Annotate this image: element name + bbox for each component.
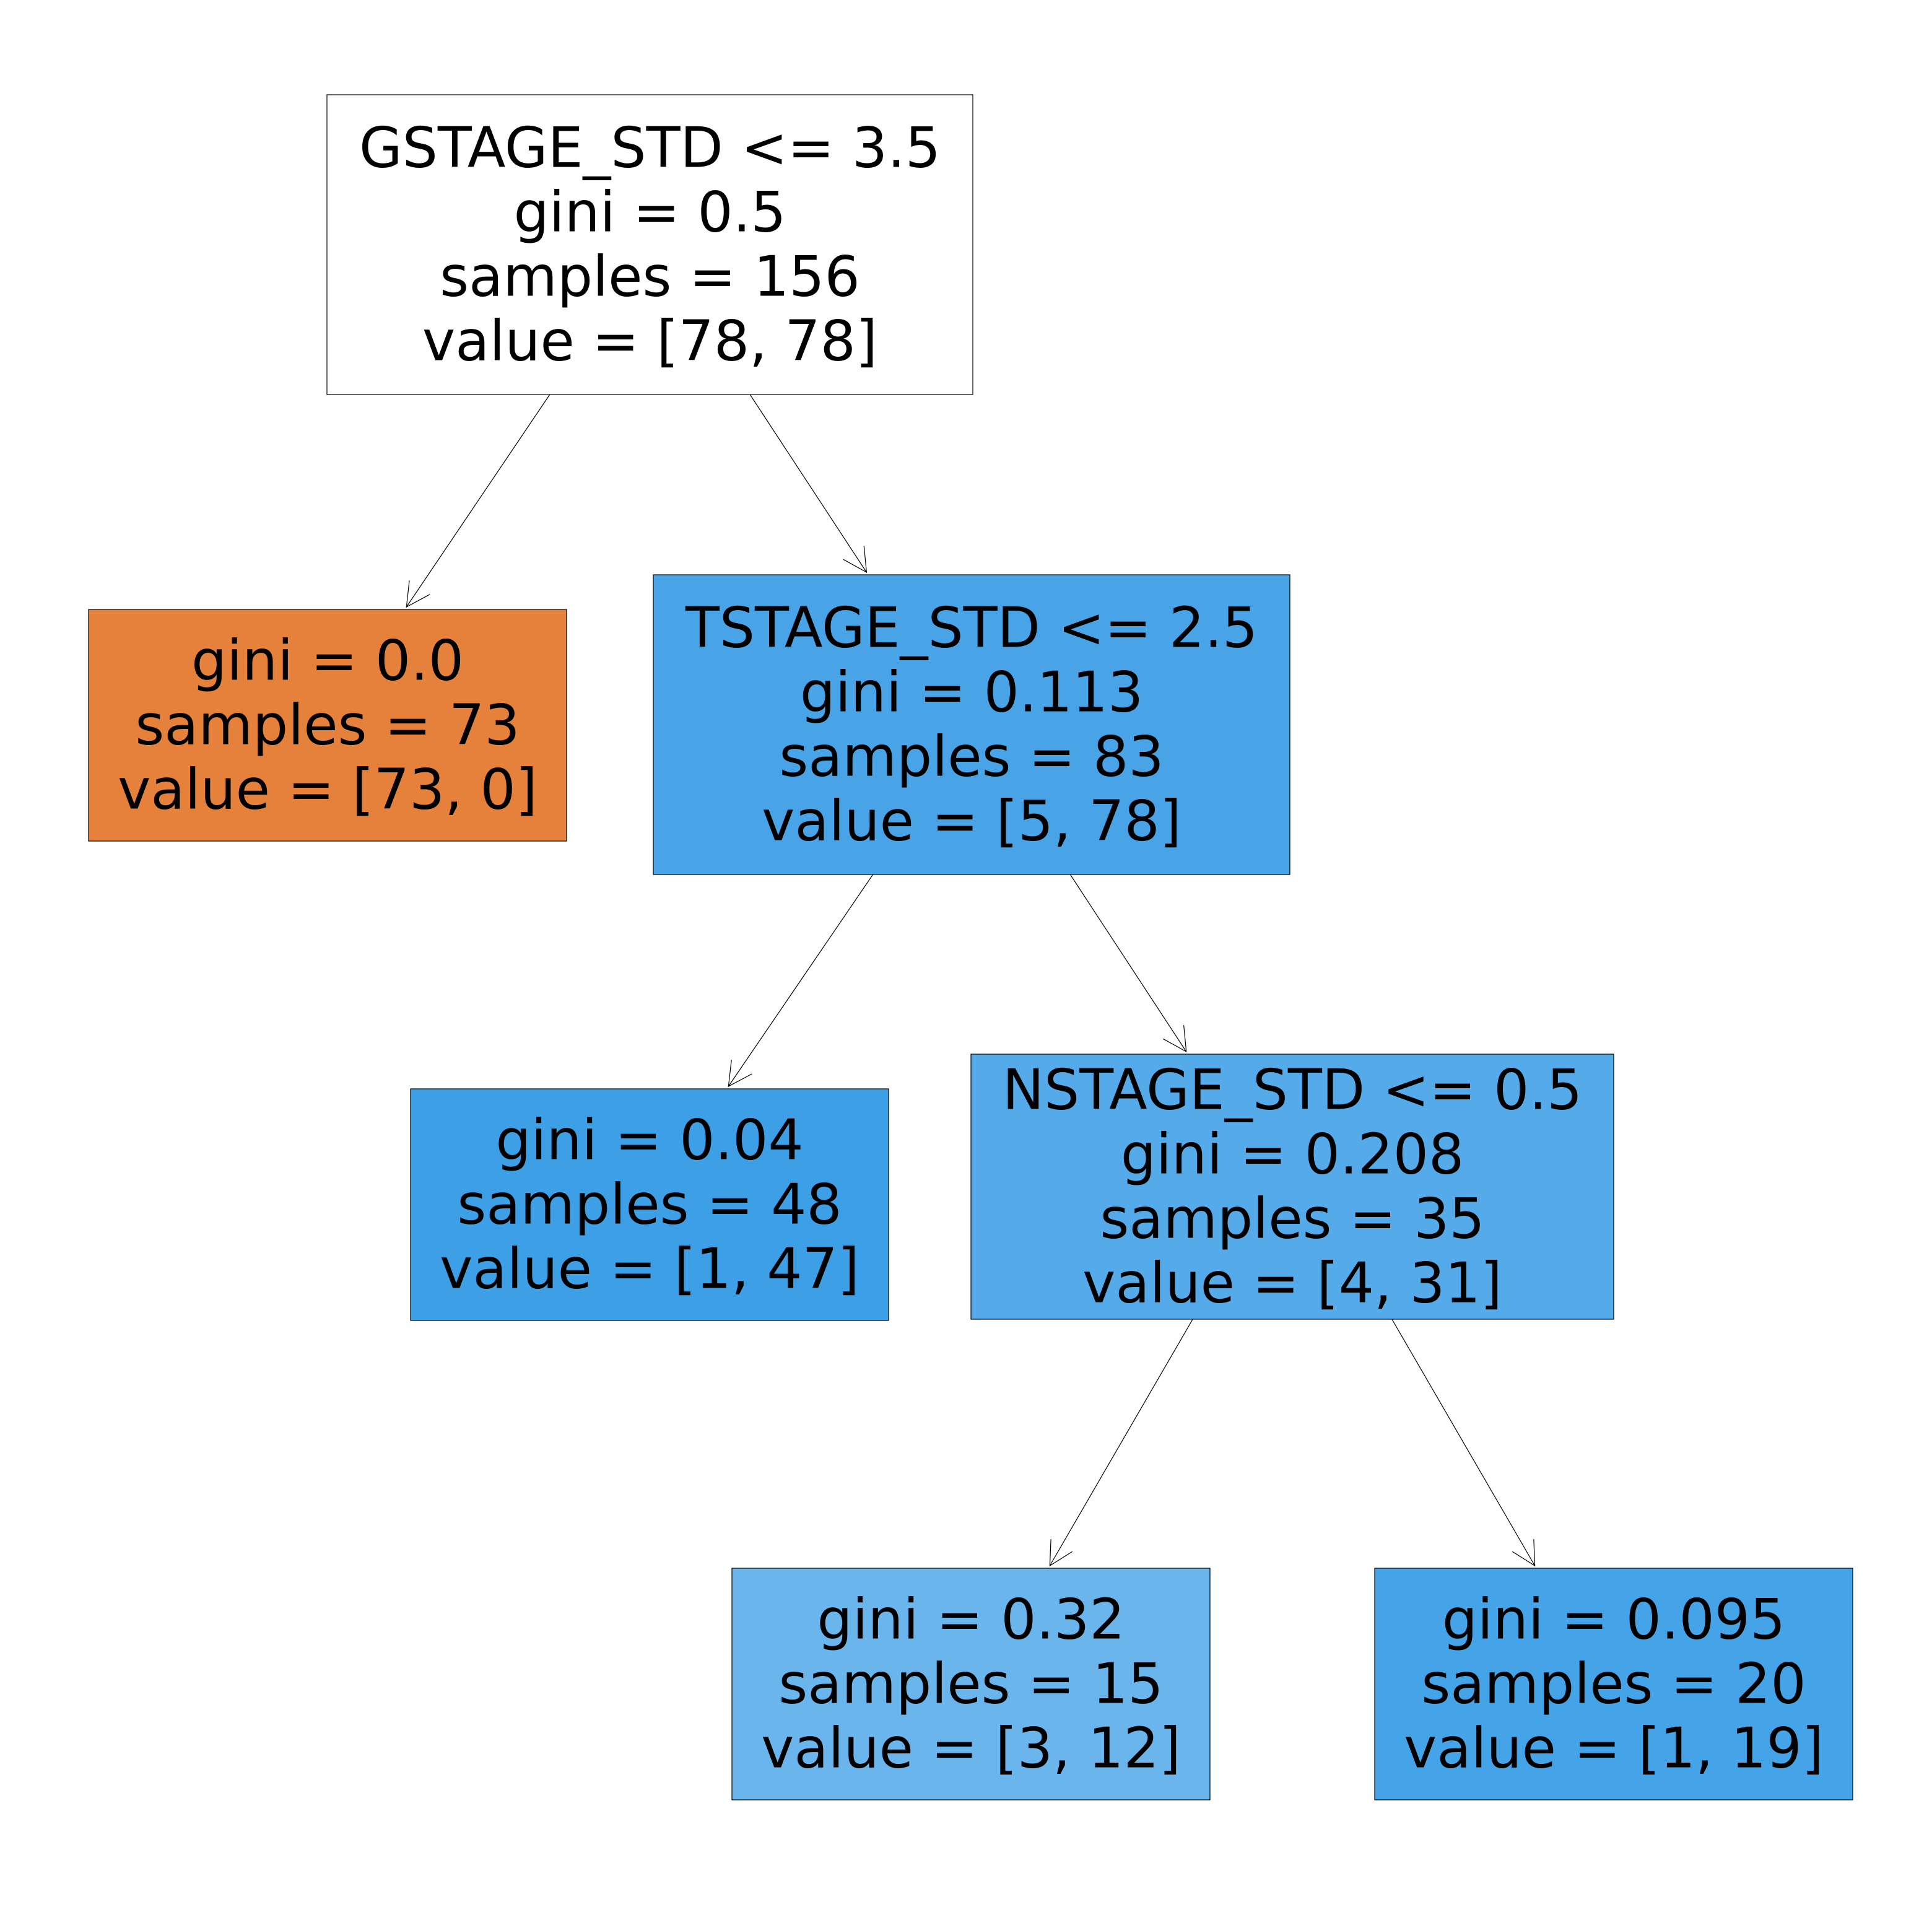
node-text-line: gini = 0.208	[1121, 1122, 1464, 1187]
node-text-line: samples = 83	[779, 725, 1164, 790]
edge-line	[1391, 1319, 1536, 1566]
arrowhead-icon	[843, 546, 868, 574]
node-text-line: samples = 73	[135, 693, 520, 758]
node-text-line: gini = 0.04	[495, 1108, 803, 1173]
node-text-line: samples = 15	[778, 1652, 1163, 1717]
node-text-line: value = [78, 78]	[422, 309, 877, 374]
edge-nstage-split-to-nstage-right-leaf	[1391, 1319, 1536, 1567]
edge-tstage-split-to-nstage-split	[1069, 874, 1187, 1053]
node-text-line: value = [1, 19]	[1404, 1716, 1824, 1781]
node-text-line: samples = 35	[1100, 1187, 1484, 1252]
edge-nstage-split-to-nstage-left-leaf	[1049, 1319, 1193, 1567]
node-text-line: value = [3, 12]	[761, 1716, 1181, 1781]
edge-root-to-tstage-split	[749, 394, 868, 574]
node-box	[88, 609, 567, 842]
node-text-line: gini = 0.095	[1442, 1587, 1785, 1652]
node-box	[326, 94, 973, 395]
arrowhead-icon	[406, 580, 430, 608]
node-text-line: samples = 156	[440, 245, 860, 310]
arrowhead-icon	[1049, 1539, 1073, 1567]
edge-line	[1049, 1319, 1193, 1566]
node-text-line: samples = 48	[457, 1172, 842, 1237]
node-text-line: value = [73, 0]	[118, 757, 537, 823]
edge-root-to-gstage-left-leaf	[406, 394, 550, 608]
node-box	[410, 1088, 889, 1321]
edge-line	[406, 394, 550, 608]
arrowhead-icon	[728, 1060, 752, 1088]
node-text-line: TSTAGE_STD <= 2.5	[685, 596, 1258, 661]
node-text-line: gini = 0.32	[817, 1587, 1125, 1652]
edges-layer	[406, 394, 1536, 1567]
edge-line	[1069, 874, 1187, 1052]
node-box	[970, 1054, 1614, 1320]
node-text-line: NSTAGE_STD <= 0.5	[1003, 1058, 1583, 1123]
edge-line	[728, 874, 874, 1087]
node-box	[731, 1568, 1211, 1800]
node-text-line: gini = 0.0	[191, 629, 464, 694]
node-box	[653, 574, 1290, 875]
node-text-line: value = [4, 31]	[1082, 1251, 1502, 1316]
node-text-line: GSTAGE_STD <= 3.5	[359, 116, 941, 181]
node-text-line: gini = 0.113	[800, 660, 1143, 725]
node-text-line: gini = 0.5	[514, 180, 786, 245]
edge-tstage-split-to-tstage-left-leaf	[728, 874, 874, 1088]
edge-line	[749, 394, 867, 573]
arrowhead-icon	[1512, 1539, 1536, 1567]
arrowhead-icon	[1162, 1025, 1187, 1053]
node-text-line: value = [1, 47]	[440, 1237, 859, 1302]
node-text-line: value = [5, 78]	[762, 789, 1181, 854]
node-box	[1374, 1568, 1853, 1800]
node-text-line: samples = 20	[1421, 1652, 1806, 1717]
